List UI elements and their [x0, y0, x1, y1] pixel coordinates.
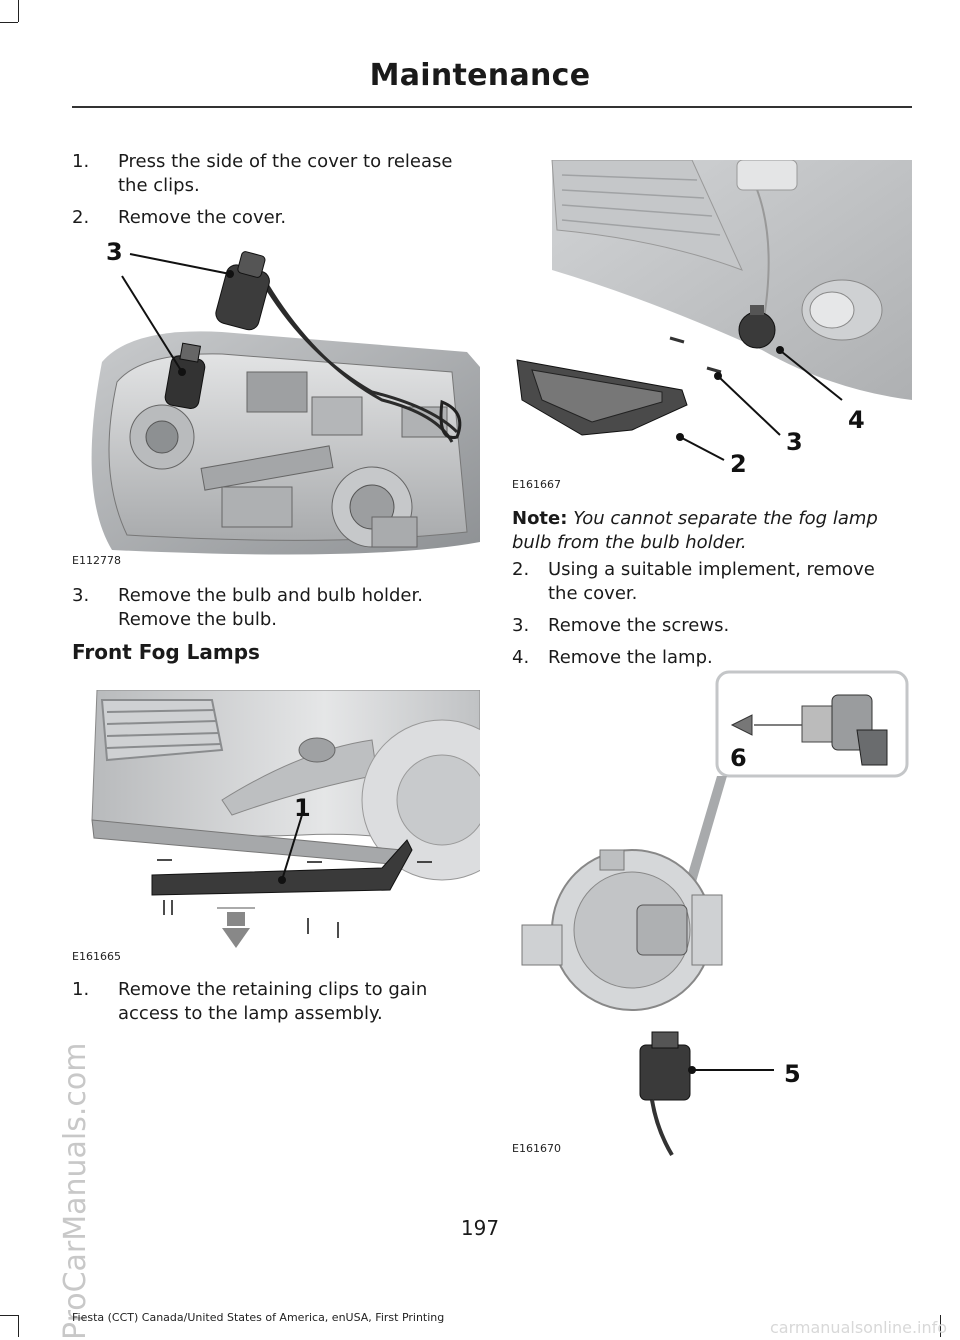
step-number: 3.	[72, 585, 90, 606]
step-item: 2. Remove the cover.	[72, 206, 472, 230]
callout-label: 1	[294, 794, 311, 822]
figure-fog-lamp-removal: 4 3 2 E161667	[512, 160, 912, 492]
left-steps-c: 1. Remove the retaining clips to gain ac…	[72, 978, 472, 1026]
note-text: You cannot separate the fog lamp bulb fr…	[512, 508, 878, 553]
right-steps: 2. Using a suitable implement, remove th…	[512, 558, 902, 670]
footer-text: Fiesta (CCT) Canada/United States of Ame…	[72, 1311, 445, 1324]
left-steps-a: 1. Press the side of the cover to releas…	[72, 150, 472, 230]
step-item: 1. Press the side of the cover to releas…	[72, 150, 472, 198]
figure-id: E161670	[512, 1142, 561, 1155]
crop-mark	[18, 1315, 19, 1337]
step-text: Remove the cover.	[118, 207, 287, 228]
fog-bulb-illustration	[521, 670, 909, 1157]
step-text: Remove the lamp.	[548, 647, 713, 668]
callout-label: 5	[784, 1060, 801, 1088]
page-title: Maintenance	[369, 58, 591, 93]
callout-label: 2	[730, 450, 747, 478]
step-number: 1.	[72, 151, 90, 172]
note-paragraph: Note: You cannot separate the fog lamp b…	[512, 507, 902, 555]
crop-mark	[0, 1315, 18, 1316]
figure-id: E112778	[72, 554, 121, 567]
figure-id: E161665	[72, 950, 121, 963]
step-number: 2.	[72, 207, 90, 228]
step-number: 3.	[512, 615, 530, 636]
step-item: 3. Remove the screws.	[512, 614, 902, 638]
step-item: 2. Using a suitable implement, remove th…	[512, 558, 902, 606]
callout-label: 3	[786, 428, 803, 456]
headlamp-illustration	[91, 251, 480, 555]
figure-id: E161667	[512, 478, 561, 491]
header-divider	[72, 106, 912, 108]
crop-mark	[0, 22, 18, 23]
step-text: Remove the retaining clips to gain acces…	[118, 979, 428, 1024]
step-number: 2.	[512, 559, 530, 580]
page-number: 197	[460, 1216, 500, 1240]
figure-bumper-trim: 1 E161665	[72, 690, 480, 965]
step-item: 1. Remove the retaining clips to gain ac…	[72, 978, 472, 1026]
fog-lamp-illustration	[516, 160, 912, 461]
footer-watermark: carmanualsonline.info	[770, 1318, 948, 1337]
callout-label: 4	[848, 406, 865, 434]
step-number: 1.	[72, 979, 90, 1000]
callout-label: 3	[106, 238, 123, 266]
callout-label: 6	[730, 744, 747, 772]
figure-headlamp-bulb: 3 E112778	[72, 232, 480, 572]
crop-mark	[18, 0, 19, 22]
section-heading: Front Fog Lamps	[72, 640, 260, 664]
step-text: Press the side of the cover to release t…	[118, 151, 453, 196]
left-steps-b: 3. Remove the bulb and bulb holder. Remo…	[72, 584, 472, 632]
crop-mark	[940, 1315, 941, 1337]
step-number: 4.	[512, 647, 530, 668]
bumper-illustration	[91, 690, 480, 948]
watermark-text: ProCarManuals.com	[58, 1042, 93, 1340]
step-text: Remove the screws.	[548, 615, 730, 636]
side-watermark: ProCarManuals.com	[6, 1000, 93, 1340]
step-item: 3. Remove the bulb and bulb holder. Remo…	[72, 584, 472, 632]
figure-fog-lamp-bulb: 6 5 E161670	[512, 670, 912, 1160]
step-item: 4. Remove the lamp.	[512, 646, 902, 670]
step-text: Using a suitable implement, remove the c…	[548, 559, 875, 604]
step-text: Remove the bulb and bulb holder. Remove …	[118, 585, 423, 630]
note-label: Note:	[512, 508, 568, 529]
